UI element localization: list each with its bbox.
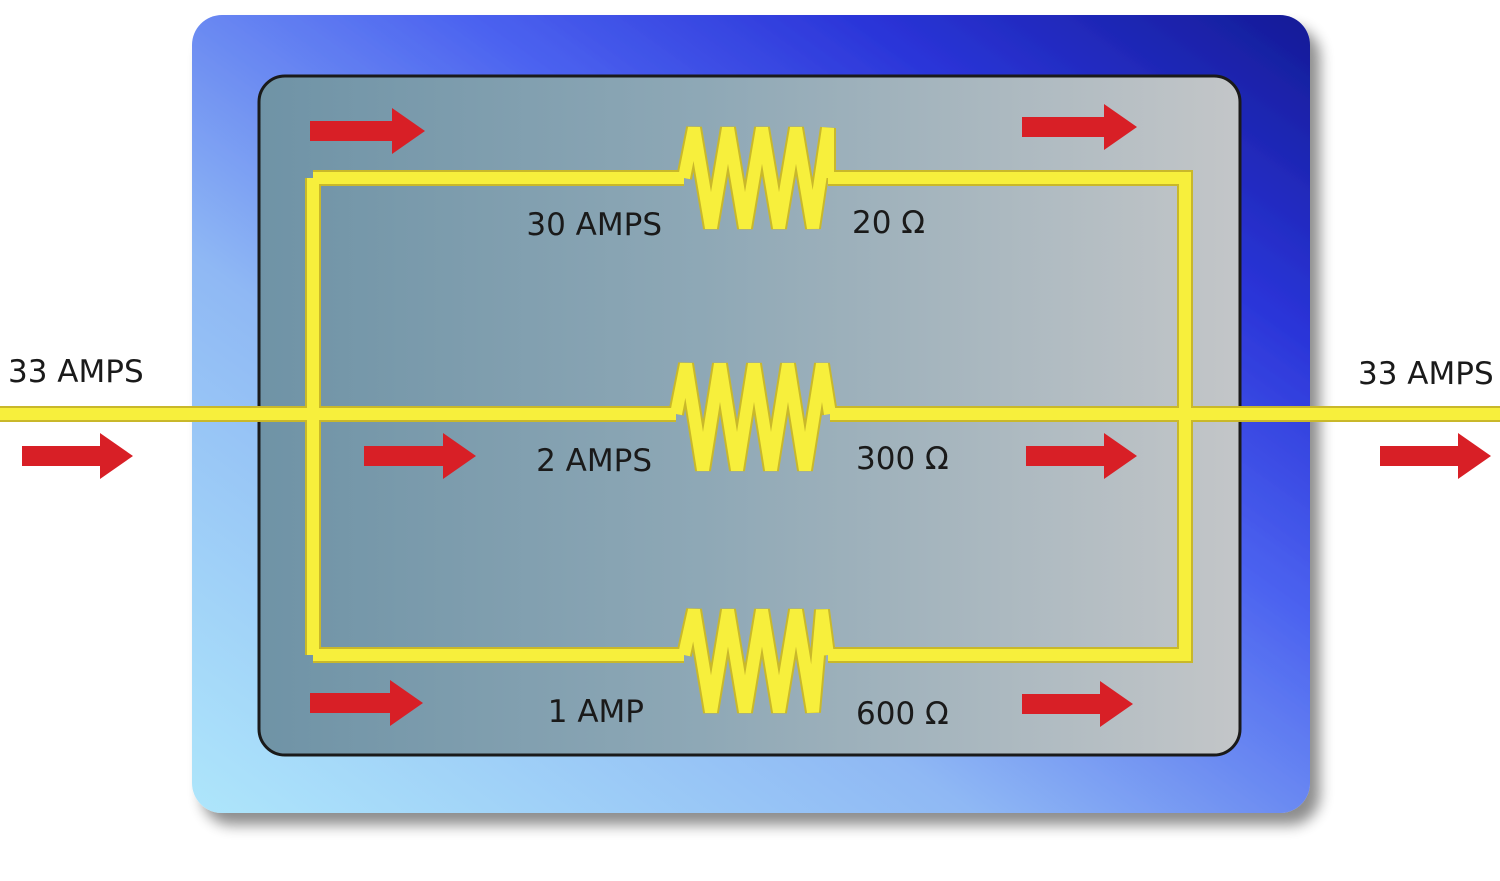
arrow-right-icon [1026, 433, 1137, 479]
branch-bottom-resistance-label: 600 Ω [856, 696, 949, 732]
branch-top-resistance-label: 20 Ω [852, 205, 925, 241]
branch-middle-resistance-label: 300 Ω [856, 441, 949, 477]
arrow-right-icon [364, 433, 476, 479]
arrow-right-icon [22, 433, 133, 479]
arrow-right-icon [310, 680, 423, 726]
branch-top-current-label: 30 AMPS [526, 207, 662, 243]
arrow-right-icon [1022, 681, 1133, 727]
arrow-right-icon [1380, 433, 1491, 479]
branch-bottom-current-label: 1 AMP [548, 694, 644, 730]
arrow-right-icon [1022, 104, 1137, 150]
branch-middle-current-label: 2 AMPS [536, 443, 652, 479]
wires [0, 126, 1500, 714]
arrow-right-icon [310, 108, 425, 154]
output-current-label: 33 AMPS [1358, 356, 1494, 392]
current-arrows [22, 104, 1491, 727]
input-current-label: 33 AMPS [8, 354, 144, 390]
